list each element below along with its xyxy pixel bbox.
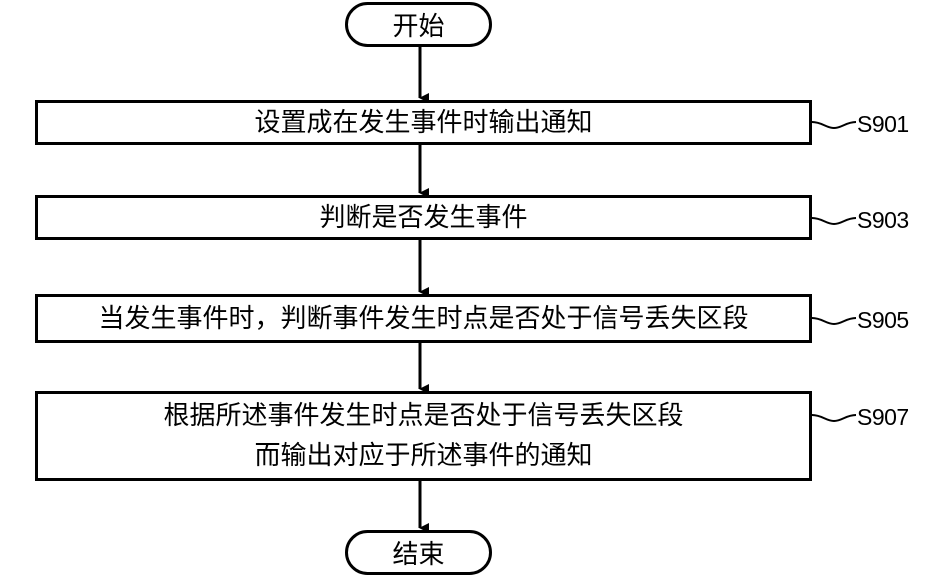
step-box-s905: 当发生事件时，判断事件发生时点是否处于信号丢失区段 [35,294,812,343]
step-box-s903: 判断是否发生事件 [35,195,812,240]
end-terminal: 结束 [345,530,492,575]
step-text: 判断是否发生事件 [319,198,527,238]
leader-s907 [812,415,856,421]
step-text-line-2: 而输出对应于所述事件的通知 [254,436,592,476]
step-id-s903: S903 [857,207,909,234]
step-text-line-1: 根据所述事件发生时点是否处于信号丢失区段 [163,396,683,436]
step-box-s901: 设置成在发生事件时输出通知 [35,100,812,145]
start-label: 开始 [392,6,444,43]
step-box-s907: 根据所述事件发生时点是否处于信号丢失区段 而输出对应于所述事件的通知 [35,391,812,481]
end-label: 结束 [392,534,444,571]
leader-s905 [812,318,856,324]
step-id-s905: S905 [857,307,909,334]
step-id-s907: S907 [857,404,909,431]
leader-s903 [812,218,856,224]
step-text: 设置成在发生事件时输出通知 [254,103,592,143]
step-id-s901: S901 [857,111,909,138]
step-text: 当发生事件时，判断事件发生时点是否处于信号丢失区段 [98,299,748,339]
leader-s901 [812,122,856,128]
start-terminal: 开始 [345,2,492,47]
